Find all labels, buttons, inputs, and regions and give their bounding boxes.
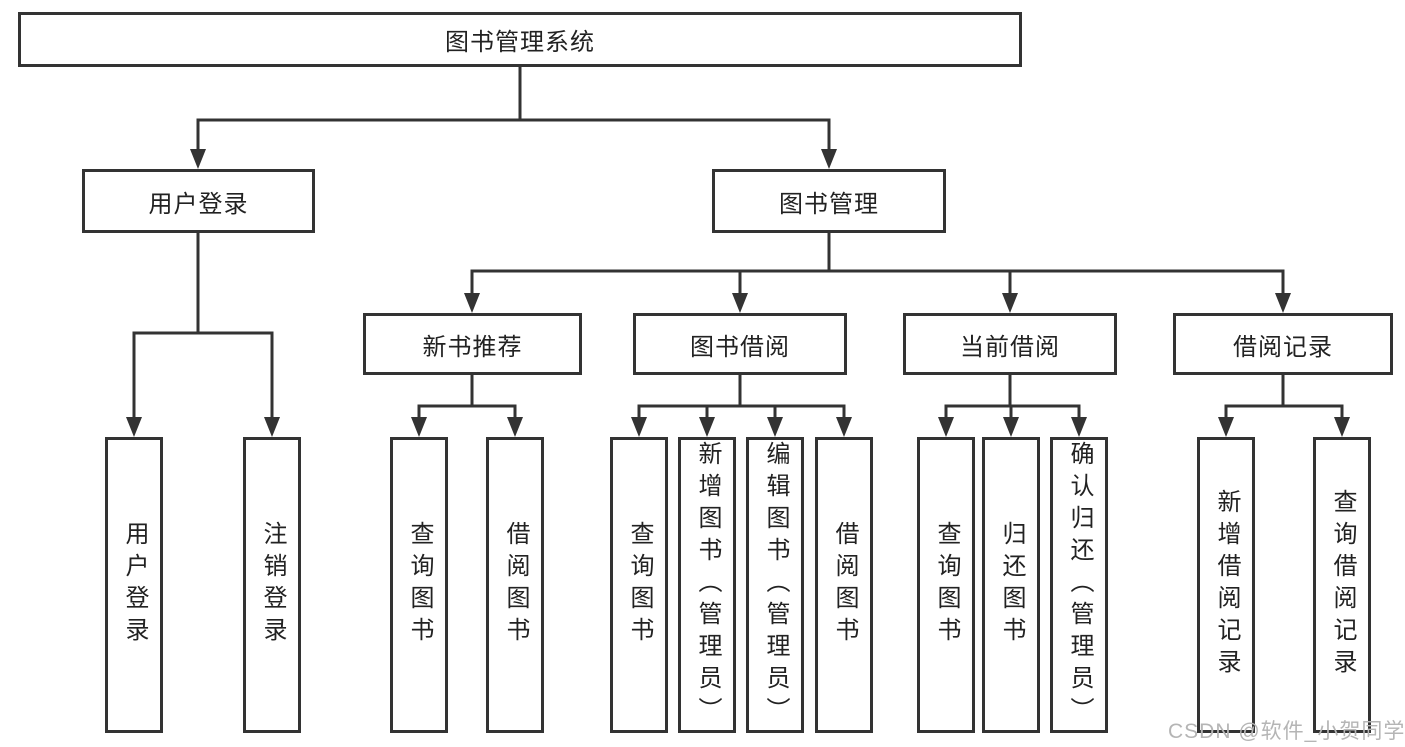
connector-stems: [132, 67, 1344, 418]
arrow-down-icon: [126, 417, 142, 437]
node-book-management: 图书管理: [712, 169, 946, 233]
arrow-down-icon: [1002, 293, 1018, 313]
arrow-down-icon: [464, 293, 480, 313]
arrow-down-icon: [767, 417, 783, 437]
leaf-query-books: 查询图书: [917, 437, 975, 733]
arrow-down-icon: [1003, 417, 1019, 437]
arrow-down-icon: [631, 417, 647, 437]
arrow-down-icon: [732, 293, 748, 313]
arrow-down-icon: [699, 417, 715, 437]
leaf-add-borrow-record: 新增借阅记录: [1197, 437, 1255, 733]
arrow-down-icon: [821, 149, 837, 169]
arrow-down-icon: [836, 417, 852, 437]
arrow-down-icon: [190, 149, 206, 169]
arrow-down-icon: [938, 417, 954, 437]
leaf-return-books: 归还图书: [982, 437, 1040, 733]
arrow-down-icon: [411, 417, 427, 437]
arrow-down-icon: [264, 417, 280, 437]
node-new-book-recommendation: 新书推荐: [363, 313, 582, 375]
leaf-query-borrow-record: 查询借阅记录: [1313, 437, 1371, 733]
node-book-borrowing: 图书借阅: [633, 313, 847, 375]
arrow-down-icon: [507, 417, 523, 437]
node-book-management-system: 图书管理系统: [18, 12, 1022, 67]
node-current-borrowing: 当前借阅: [903, 313, 1117, 375]
leaf-borrow-books: 借阅图书: [486, 437, 544, 733]
arrow-down-icon: [1071, 417, 1087, 437]
arrow-down-icon: [1218, 417, 1234, 437]
leaf-add-books-admin: 新增图书（管理员）: [678, 437, 736, 733]
leaf-confirm-return-admin: 确认归还（管理员）: [1050, 437, 1108, 733]
leaf-borrow-books: 借阅图书: [815, 437, 873, 733]
arrow-down-icon: [1334, 417, 1350, 437]
leaf-user-login: 用户登录: [105, 437, 163, 733]
node-user-login: 用户登录: [82, 169, 315, 233]
leaf-logout: 注销登录: [243, 437, 301, 733]
leaf-edit-books-admin: 编辑图书（管理员）: [746, 437, 804, 733]
leaf-query-books: 查询图书: [610, 437, 668, 733]
csdn-watermark: CSDN @软件_小贺同学: [1168, 720, 1405, 743]
node-borrowing-records: 借阅记录: [1173, 313, 1393, 375]
arrowhead-icons: [126, 149, 1350, 437]
leaf-query-books: 查询图书: [390, 437, 448, 733]
arrow-down-icon: [1275, 293, 1291, 313]
